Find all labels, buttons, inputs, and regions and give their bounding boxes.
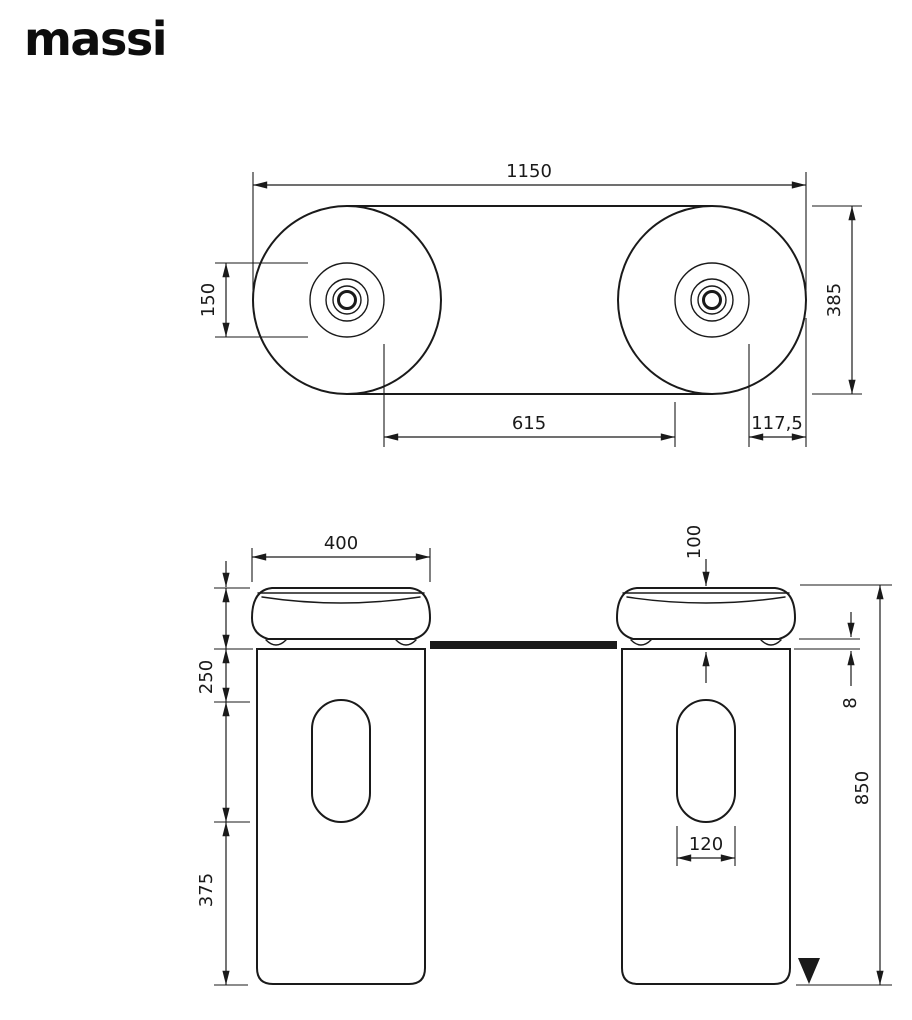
right-basin-circle [617, 205, 807, 395]
floor-marker [798, 958, 820, 984]
mount-bracket [395, 639, 417, 646]
dim-basin-width: 400 [251, 533, 431, 582]
dimension-label: 120 [689, 834, 723, 855]
left-slot [311, 699, 371, 823]
dim-drain-edge-offset: 117,5 [748, 318, 807, 447]
dim-bowl-depth: 100 [684, 525, 710, 683]
basin-inner-arc [626, 596, 786, 604]
dim-drain-recess: 150 [198, 262, 308, 338]
dimension-label: 1150 [506, 161, 552, 182]
right-drain [674, 262, 750, 338]
mount-bracket [630, 639, 652, 646]
dimension-label: 8 [840, 697, 861, 708]
dimension-label: 150 [198, 283, 219, 317]
brand-logo: massi [24, 12, 168, 66]
front-view: 400 100 8 850 [196, 525, 892, 986]
dim-slot-width: 120 [676, 826, 736, 866]
dimension-label: 385 [824, 283, 845, 317]
dimension-label: 400 [324, 533, 358, 554]
mount-bracket [760, 639, 782, 646]
dimension-label: 375 [196, 873, 217, 907]
height-chain: 250 375 [196, 561, 253, 986]
left-drain [309, 262, 385, 338]
dimension-label: 100 [684, 525, 705, 559]
right-basin-front [615, 587, 797, 646]
dim-rim-thickness: 8 [794, 612, 861, 709]
dim-drain-spacing: 615 [383, 344, 676, 447]
dim-overall-width: 1150 [252, 161, 807, 290]
basin-inner-arc [261, 596, 421, 604]
right-pedestal-body [621, 648, 791, 985]
left-pedestal-body [256, 648, 426, 985]
connector-bar [430, 641, 617, 649]
dimension-label: 117,5 [751, 413, 803, 434]
dimension-label: 250 [196, 660, 217, 694]
dim-total-height: 850 [796, 584, 892, 986]
left-basin-front [250, 587, 432, 646]
dim-overall-depth: 385 [812, 205, 862, 395]
mount-bracket [265, 639, 287, 646]
brand-logo-text: massi [24, 12, 166, 66]
dimension-label: 850 [852, 771, 873, 805]
left-basin-circle [252, 205, 442, 395]
top-view: 1150 385 150 615 117,5 [198, 161, 862, 447]
right-slot [676, 699, 736, 823]
dimension-label: 615 [512, 413, 546, 434]
